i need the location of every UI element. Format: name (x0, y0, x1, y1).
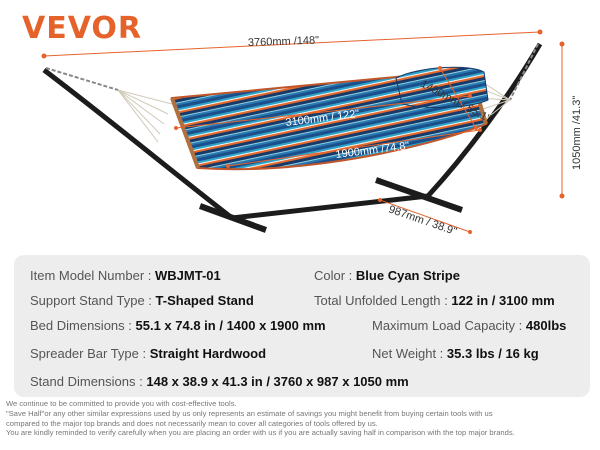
spec-label: Support Stand Type : (30, 293, 152, 308)
spec-label: Bed Dimensions : (30, 318, 132, 333)
dim-label-height: 1050mm /41.3" (571, 96, 583, 170)
dim-line-base-depth (379, 199, 471, 233)
spec-support-stand: Support Stand Type : T-Shaped Stand (30, 293, 254, 308)
dim-label-base-depth: 987mm / 38.9" (387, 203, 458, 238)
spec-label: Net Weight : (372, 346, 444, 361)
chain-left (45, 67, 119, 91)
spec-unfolded-length: Total Unfolded Length : 122 in / 3100 mm (314, 293, 555, 308)
spec-bed-dimensions: Bed Dimensions : 55.1 x 74.8 in / 1400 x… (30, 318, 326, 333)
disclaimer-line: "Save Half"or any other similar expressi… (6, 408, 493, 418)
spec-stand-dimensions: Stand Dimensions : 148 x 38.9 x 41.3 in … (30, 374, 409, 389)
spec-label: Maximum Load Capacity : (372, 318, 523, 333)
spec-color: Color : Blue Cyan Stripe (314, 268, 460, 283)
stand-base-beam (231, 193, 429, 221)
spec-value: Straight Hardwood (149, 346, 267, 361)
chain-right (509, 43, 539, 101)
dim-line-bed-width (439, 67, 477, 129)
stand-frame-left-arm (42, 68, 234, 220)
hammock-product-illustration: 3760mm /148" 1050mm /41.3" 3100mm / 122"… (41, 29, 583, 238)
spec-value: 55.1 x 74.8 in / 1400 x 1900 mm (135, 318, 326, 333)
spec-spreader-bar: Spreader Bar Type : Straight Hardwood (30, 346, 266, 361)
vevor-logo: VEVOR (22, 11, 143, 46)
spec-label: Spreader Bar Type : (30, 346, 147, 361)
spec-value: 35.3 lbs / 16 kg (446, 346, 539, 361)
spec-value: T-Shaped Stand (155, 293, 254, 308)
spec-value: WBJMT-01 (155, 268, 221, 283)
spec-label: Total Unfolded Length : (314, 293, 448, 308)
stand-foot-left (198, 203, 268, 233)
spec-item-model: Item Model Number : WBJMT-01 (30, 268, 221, 283)
disclaimer: We continue to be committed to provide y… (6, 399, 598, 438)
stand-foot-right (375, 177, 463, 213)
spec-label: Stand Dimensions : (30, 374, 143, 389)
spec-value: 480lbs (525, 318, 567, 333)
dim-label-total-length: 3760mm /148" (248, 35, 320, 49)
spec-label: Item Model Number : (30, 268, 152, 283)
dim-line-total-length (43, 31, 541, 57)
disclaimer-line: compared to the major top brands and doe… (6, 418, 378, 428)
disclaimer-line: We continue to be committed to provide y… (6, 399, 237, 408)
disclaimer-line: You are kindly reminded to verify carefu… (6, 428, 515, 438)
dim-endpoints (41, 29, 565, 234)
spec-net-weight: Net Weight : 35.3 lbs / 16 kg (372, 346, 539, 361)
spec-value: Blue Cyan Stripe (355, 268, 460, 283)
spec-value: 148 x 38.9 x 41.3 in / 3760 x 987 x 1050… (146, 374, 409, 389)
dim-line-bed-length (175, 95, 471, 129)
dim-line-bed-inner (227, 129, 481, 167)
spec-max-load: Maximum Load Capacity : 480lbs (372, 318, 566, 333)
spec-value: 122 in / 3100 mm (451, 293, 555, 308)
ropes-left (117, 89, 173, 143)
spreader-bar-left (170, 97, 200, 169)
spec-label: Color : (314, 268, 353, 283)
spec-panel (14, 255, 590, 397)
hammock-pillow (395, 66, 489, 108)
